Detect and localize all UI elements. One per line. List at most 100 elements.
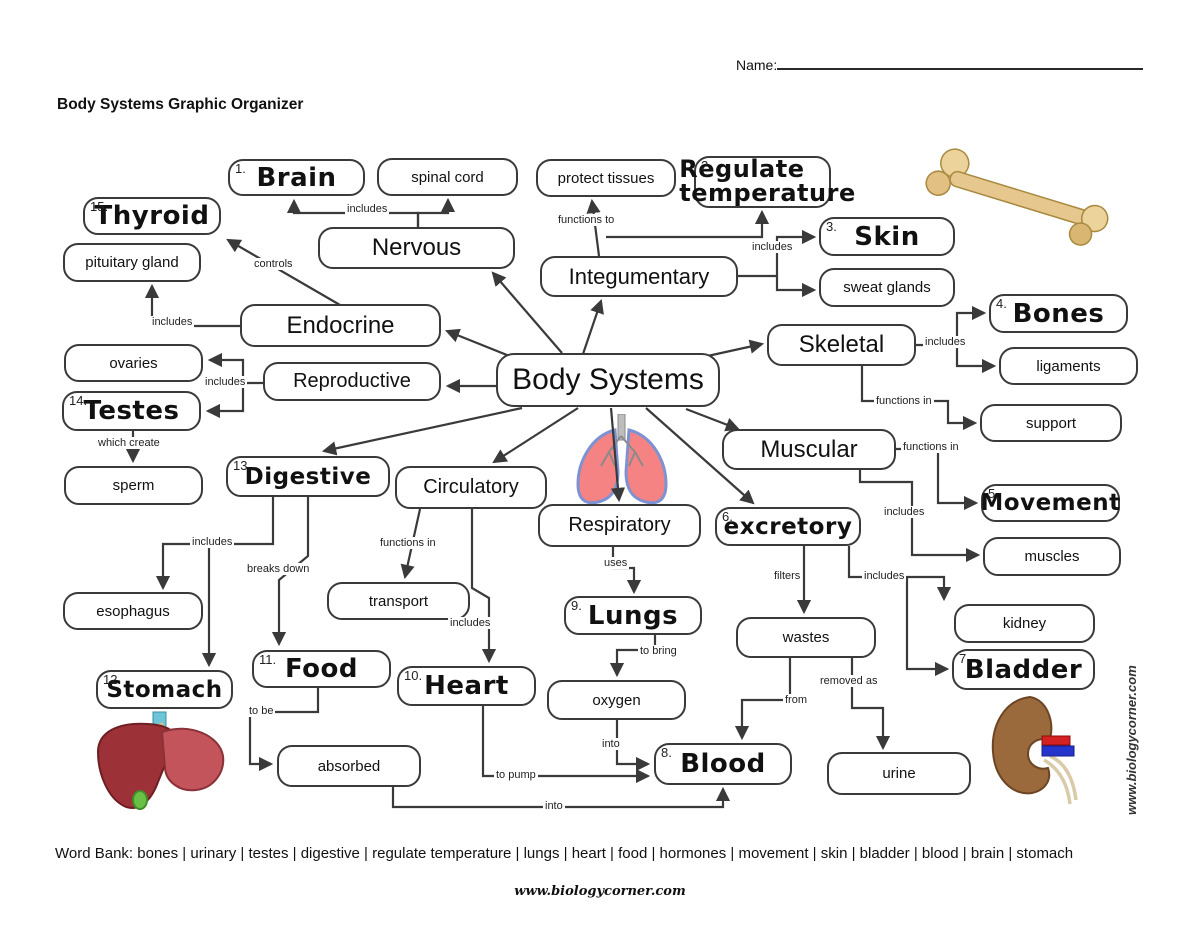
node-heart: 10.Heart: [397, 666, 536, 706]
node-respiratory-label: Respiratory: [568, 514, 671, 536]
edge-bodysystems-digestive: [321, 406, 523, 456]
node-sperm-label: sperm: [112, 477, 155, 494]
node-integumentary: Integumentary: [540, 256, 738, 297]
node-urine-label: urine: [882, 765, 916, 782]
node-lungs-label: Lungs: [587, 600, 679, 631]
edge-label-includes-reproductive: includes: [203, 376, 248, 388]
node-body-systems-label: Body Systems: [512, 363, 704, 396]
node-skeletal: Skeletal: [767, 324, 916, 366]
edge-bodysystems-circulatory: [492, 407, 579, 464]
node-spinal-cord: spinal cord: [377, 158, 518, 196]
edge-label-functions-in-movement: functions in: [901, 441, 961, 453]
edge-label-includes-skin: includes: [750, 241, 795, 253]
node-muscles-label: muscles: [1024, 548, 1080, 565]
edge-wastes-blood: [734, 658, 792, 741]
edge-skeletal-support: [860, 366, 978, 431]
node-absorbed: absorbed: [277, 745, 421, 787]
edge-oxygen-blood: [615, 720, 651, 772]
node-reproductive-label: Reproductive: [293, 370, 411, 392]
name-underline: [777, 55, 1144, 70]
node-regulate-temperature: 2.Regulate temperature: [679, 156, 855, 208]
node-endocrine-label: Endocrine: [286, 311, 395, 339]
edge-skeletal-ligaments: [955, 345, 997, 374]
edge-lungs-oxygen: [609, 635, 657, 678]
node-body-systems: Body Systems: [496, 353, 720, 407]
node-esophagus-label: esophagus: [96, 602, 170, 620]
page-title: Body Systems Graphic Organizer: [57, 96, 304, 113]
node-support: support: [980, 404, 1122, 442]
node-ligaments-label: ligaments: [1036, 357, 1101, 375]
node-esophagus: esophagus: [63, 592, 203, 630]
edge-label-from: from: [783, 694, 809, 706]
node-skeletal-label: Skeletal: [798, 331, 885, 358]
edge-bodysystems-nervous: [491, 271, 563, 354]
node-pituitary-gland-label: pituitary gland: [85, 254, 179, 271]
edge-label-to-be: to be: [247, 705, 276, 717]
name-label: Name:: [736, 57, 778, 73]
edge-label-which-create: which create: [96, 437, 162, 449]
node-protect-tissues: protect tissues: [536, 159, 676, 197]
node-testes-label: Testes: [83, 396, 180, 426]
node-ligaments: ligaments: [999, 347, 1138, 385]
node-bones: 4.Bones: [989, 294, 1128, 333]
edge-integumentary-sweat-glands: [775, 276, 817, 298]
edge-bodysystems-muscular: [685, 407, 741, 432]
edge-label-removed-as: removed as: [818, 675, 880, 687]
edge-label-into-absorbed: into: [543, 800, 565, 812]
node-nervous: Nervous: [318, 227, 515, 269]
edge-label-includes-pituitary: includes: [150, 316, 195, 328]
node-kidney-label: kidney: [1002, 615, 1047, 632]
edge-respiratory-lungs: [611, 547, 642, 595]
edge-muscular-movement: [896, 447, 979, 511]
node-heart-label: Heart: [424, 671, 509, 701]
edge-reproductive-testes: [205, 383, 245, 419]
edge-integumentary-skin: [738, 229, 817, 278]
node-wastes-label: wastes: [782, 629, 830, 646]
edge-circulatory-heart: [470, 509, 497, 664]
node-testes: 14.Testes: [62, 391, 201, 431]
node-lungs: 9.Lungs: [564, 596, 702, 635]
node-respiratory: Respiratory: [538, 504, 701, 547]
edge-bodysystems-respiratory: [609, 407, 626, 503]
edge-label-uses: uses: [602, 557, 630, 569]
node-transport-label: transport: [368, 592, 429, 610]
edge-endocrine-thyroid: [226, 238, 341, 306]
node-stomach-label: Stomach: [106, 676, 223, 703]
edge-integumentary-protect-tissues: [586, 198, 601, 257]
node-muscular: Muscular: [722, 429, 896, 470]
edge-reproductive-ovaries: [207, 352, 263, 385]
node-digestive-label: Digestive: [244, 463, 372, 490]
word-bank: Word Bank: bones | urinary | testes | di…: [55, 845, 1074, 862]
edge-label-includes-muscles: includes: [882, 506, 927, 518]
node-blood-label: Blood: [680, 749, 766, 779]
node-ovaries: ovaries: [64, 344, 203, 382]
node-blood: 8.Blood: [654, 743, 792, 785]
node-bladder: 7.Bladder: [952, 649, 1095, 690]
node-food: 11.Food: [252, 650, 391, 688]
edge-label-includes-bones: includes: [923, 336, 968, 348]
node-endocrine: Endocrine: [240, 304, 441, 347]
edge-label-breaks-down: breaks down: [245, 563, 312, 575]
node-oxygen: oxygen: [547, 680, 686, 720]
node-muscular-label: Muscular: [760, 435, 858, 463]
footer-url: www.biologycorner.com: [514, 884, 686, 899]
node-wastes: wastes: [736, 617, 876, 658]
edge-label-includes-esophagus: includes: [190, 536, 235, 548]
node-movement-label: Movement: [980, 490, 1121, 516]
name-field: Name:: [736, 55, 1144, 73]
node-circulatory: Circulatory: [395, 466, 547, 509]
node-bones-label: Bones: [1012, 298, 1105, 329]
edge-excretory-bladder: [905, 577, 950, 677]
edge-bodysystems-skeletal: [702, 339, 765, 359]
node-digestive: 13.Digestive: [226, 456, 390, 497]
node-excretory: 6.excretory: [715, 507, 861, 546]
node-pituitary-gland: pituitary gland: [63, 243, 201, 282]
edge-label-functions-to: functions to: [556, 214, 617, 226]
edge-label-includes-excretory: includes: [862, 570, 907, 582]
edge-label-filters: filters: [772, 570, 803, 582]
edge-nervous-spinal-cord: [416, 197, 456, 227]
node-sweat-glands: sweat glands: [819, 268, 955, 307]
edge-label-includes-nervous: includes: [345, 203, 390, 215]
